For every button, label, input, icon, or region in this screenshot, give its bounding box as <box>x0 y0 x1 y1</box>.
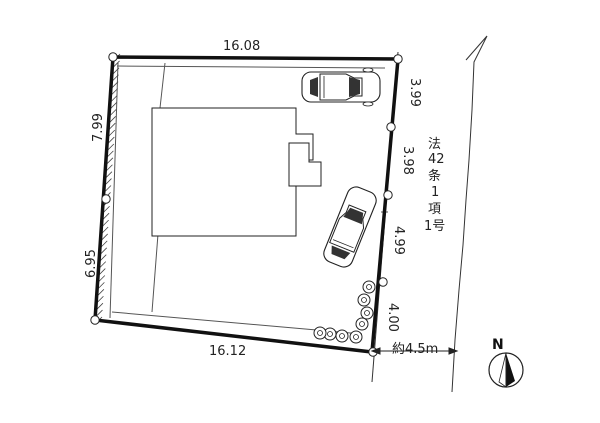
dim-right-3: 4.99 <box>391 226 406 255</box>
hatch-stroke <box>102 212 110 220</box>
shrub-icon <box>355 317 369 331</box>
hatch-stroke <box>99 268 106 275</box>
shrub-icon <box>366 284 372 290</box>
hatch-stroke <box>109 109 117 116</box>
hatch-stroke <box>101 233 108 241</box>
left-fence-hatch <box>95 53 121 324</box>
shrubs <box>313 280 376 344</box>
hatch-stroke <box>106 157 114 165</box>
road-classification: 法 42 条 1 項 1号 <box>424 137 445 234</box>
dim-right-4: 4.00 <box>385 303 400 332</box>
shrub-icon <box>357 293 371 307</box>
house-footprint <box>151 107 322 237</box>
hatch-stroke <box>96 309 103 317</box>
shrub-icon <box>327 331 333 337</box>
shrub-icon <box>364 310 370 316</box>
car-top <box>301 67 381 107</box>
hatch-stroke <box>105 178 112 185</box>
shrub-icon <box>349 330 363 344</box>
shrub-icon <box>335 329 349 343</box>
hatch-stroke <box>107 150 114 158</box>
hatch-stroke <box>112 74 119 82</box>
hatch-stroke <box>97 289 105 296</box>
hatch-stroke <box>98 275 106 282</box>
hatch-stroke <box>97 295 104 303</box>
hatch-stroke <box>110 102 117 109</box>
north-compass <box>488 352 524 388</box>
hatch-stroke <box>104 185 112 192</box>
hatch-stroke <box>105 171 113 178</box>
marker-ne <box>393 54 403 64</box>
hatch-stroke <box>96 302 104 310</box>
hatch-stroke <box>99 261 107 268</box>
hatch-stroke <box>101 226 109 234</box>
dim-left-upper: 7.99 <box>91 113 106 142</box>
interior-lines <box>109 62 388 341</box>
hatch-stroke <box>106 164 113 172</box>
dim-right-2: 3.98 <box>400 146 415 175</box>
house-bay <box>288 142 322 187</box>
road-char-6: 1号 <box>424 219 445 234</box>
dim-bottom: 16.12 <box>209 344 246 359</box>
road-width-label: 約4.5m <box>392 342 438 357</box>
road-char-5: 項 <box>428 202 441 217</box>
road-width-indicator <box>370 347 459 355</box>
hatch-stroke <box>100 247 108 255</box>
hatch-stroke <box>108 122 116 130</box>
hatch-stroke <box>113 60 120 68</box>
dim-top: 16.08 <box>223 39 260 54</box>
marker-right-2 <box>383 190 393 200</box>
marker-right-3 <box>378 277 388 287</box>
hatch-stroke <box>109 116 117 123</box>
car-lower <box>323 186 377 268</box>
shrub-icon <box>339 333 345 339</box>
hatch-stroke <box>111 88 118 95</box>
hatch-stroke <box>100 240 108 248</box>
hatch-stroke <box>102 219 109 227</box>
hatch-stroke <box>108 129 116 137</box>
hatch-stroke <box>111 81 119 88</box>
marker-nw <box>108 52 118 62</box>
road-char-4: 1 <box>431 185 439 200</box>
hatch-stroke <box>99 254 107 261</box>
hatch-stroke <box>98 282 105 289</box>
shrub-icon <box>313 326 327 340</box>
shrub-icon <box>361 297 367 303</box>
road-char-3: 条 <box>428 168 441 184</box>
hatch-stroke <box>112 67 120 75</box>
marker-left-mid <box>101 194 111 204</box>
road-char-2: 42 <box>428 152 445 167</box>
shrub-icon <box>317 330 323 336</box>
road-char-1: 法 <box>428 137 441 152</box>
marker-sw <box>90 315 100 325</box>
shrub-icon <box>360 306 374 320</box>
hatch-stroke <box>108 136 115 144</box>
shrub-icon <box>359 321 365 327</box>
hatch-stroke <box>107 143 115 151</box>
north-label: N <box>492 337 504 353</box>
road-far-edge <box>451 35 488 393</box>
hatch-stroke <box>110 95 118 102</box>
dim-right-1: 3.99 <box>407 78 422 107</box>
marker-right-1 <box>386 122 396 132</box>
dim-left-lower: 6.95 <box>84 249 99 278</box>
shrub-icon <box>353 334 359 340</box>
shrub-icon <box>362 280 376 294</box>
hatch-stroke <box>103 205 110 213</box>
